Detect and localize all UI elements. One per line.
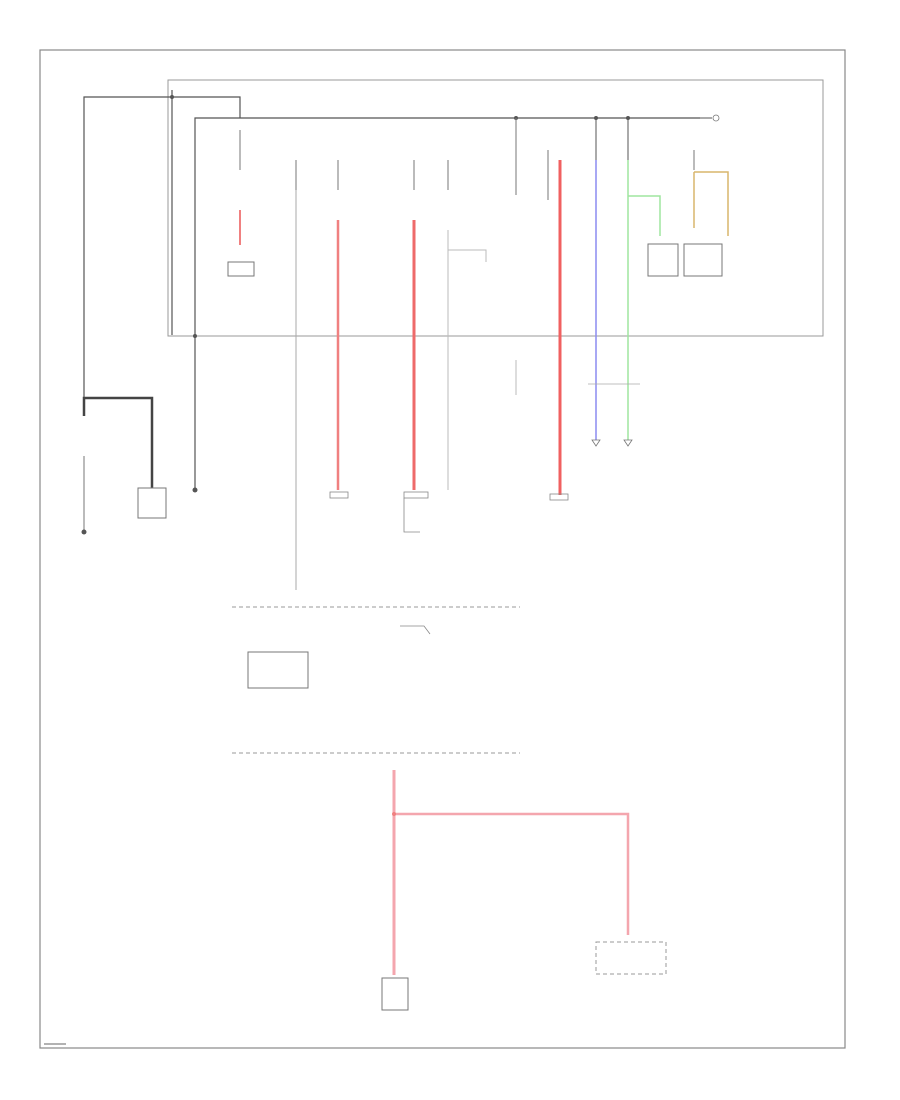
relay-icon [683, 243, 723, 277]
wire-tan [694, 171, 729, 236]
component-box [381, 977, 409, 1011]
fuse-column-9 [627, 118, 661, 440]
fuse-column-7 [547, 150, 562, 495]
connector-box [595, 941, 667, 975]
wire-grey [400, 625, 431, 635]
relay-icon [647, 243, 679, 277]
wire-green [628, 195, 661, 236]
page-frame [39, 49, 846, 1049]
wire-pink [394, 812, 630, 935]
relay-icon [227, 261, 255, 277]
fuse-column-5 [447, 160, 487, 490]
connector-icon [192, 487, 198, 493]
wire-grey [403, 498, 420, 533]
main-bus-wire [194, 117, 700, 488]
connector-icon [549, 493, 569, 501]
fuse-column-1 [227, 130, 255, 277]
splice-node [392, 812, 396, 816]
wire-black [82, 396, 154, 488]
ground-icon [81, 529, 87, 535]
starter-motor-box [137, 487, 167, 519]
fuse-column-10 [693, 150, 729, 236]
pink-circuit [381, 770, 667, 1011]
connector-icon [403, 491, 429, 499]
splice-node [170, 95, 174, 99]
battery-group [81, 396, 198, 535]
battery-feed [83, 90, 700, 488]
connector-icon [712, 114, 720, 122]
fuse-relay-box [167, 79, 824, 337]
relay-icon [247, 651, 309, 689]
wire-grey [448, 249, 487, 262]
splice-node [193, 334, 197, 338]
mid-connectors [329, 491, 569, 533]
battery-wire [83, 96, 241, 416]
ground-icon [591, 439, 601, 447]
connector-icon [329, 491, 349, 499]
ground-icon [623, 439, 633, 447]
